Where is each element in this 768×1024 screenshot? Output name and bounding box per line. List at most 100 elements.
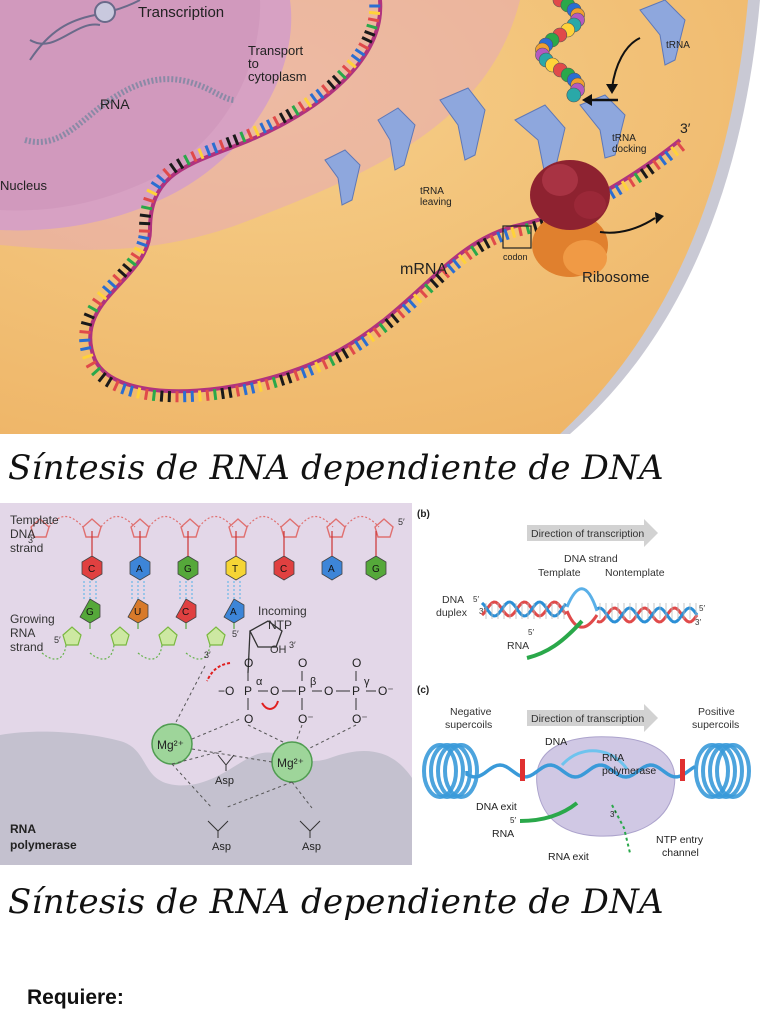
ribosome <box>530 160 610 277</box>
mrna-tick <box>272 115 281 127</box>
label-template-b: Template <box>538 567 581 579</box>
label-p-gamma: P <box>352 684 360 698</box>
mrna-tick <box>627 176 636 188</box>
mrna-tick <box>79 338 91 343</box>
mrna-tick <box>418 288 429 299</box>
rna-base <box>175 598 197 624</box>
mrna-tick <box>366 23 378 30</box>
mrna-tick <box>334 351 343 363</box>
mrna-tick <box>271 376 278 389</box>
mrna-tick <box>79 329 91 335</box>
mrna-tick <box>633 172 643 184</box>
mrna-tick <box>354 48 366 57</box>
label-trna-docking-1: tRNA <box>612 133 636 144</box>
label-o-top-beta: O <box>298 656 307 670</box>
mrna-tick <box>97 372 107 383</box>
panel-transcription-bubble: (b) Direction of transcription DNA stran… <box>412 503 768 865</box>
label-template-1: Template <box>10 513 59 527</box>
mrna-tick <box>440 268 451 279</box>
label-o-bottom-alpha: O <box>244 712 253 726</box>
heading-sintesis-2: Síntesis de RNA dependiente de DNA <box>8 882 664 922</box>
mrna-tick <box>607 188 616 200</box>
label-3prime-template: 3′ <box>28 535 35 545</box>
mrna-tick <box>146 188 158 197</box>
mrna-tick <box>83 312 95 320</box>
template-sugar <box>326 518 346 538</box>
mrna-tick <box>140 205 153 211</box>
mrna-tick <box>107 279 118 289</box>
label-rna-b: RNA <box>507 640 529 652</box>
mrna-tick <box>309 92 319 104</box>
mrna-tick <box>112 380 120 392</box>
rna-base <box>79 598 101 624</box>
label-b-3prime-right: 3′ <box>695 618 701 627</box>
mrna-tick <box>457 253 467 265</box>
mrna-tick <box>412 293 423 304</box>
mrna-tick <box>395 308 406 319</box>
label-o-minus-end: O⁻ <box>378 684 394 698</box>
mrna-tick <box>503 228 510 241</box>
template-sugar <box>130 518 150 538</box>
label-trna: tRNA <box>666 40 690 51</box>
template-base <box>273 555 295 581</box>
label-c-5prime: 5′ <box>510 816 516 825</box>
mrna-tick <box>80 320 93 327</box>
template-base-letter: G <box>372 564 380 575</box>
mrna-tick <box>614 184 623 196</box>
mrna-tick <box>139 221 151 226</box>
mrna-tick <box>326 79 337 90</box>
mrna-tick <box>117 268 128 278</box>
template-base-letter: A <box>328 564 335 575</box>
label-dna-duplex-1: DNA <box>442 594 464 606</box>
template-base-letter: C <box>280 564 287 575</box>
label-nucleus: Nucleus <box>0 178 47 193</box>
svg-text:Mg²⁺: Mg²⁺ <box>157 738 184 752</box>
mrna-tick <box>366 331 376 343</box>
mrna-tick <box>482 237 491 249</box>
mrna-tick <box>143 196 155 204</box>
mrna-tick <box>265 119 274 131</box>
mrna-tick <box>91 366 102 377</box>
heading-sintesis-1: Síntesis de RNA dependiente de DNA <box>8 448 664 488</box>
mrna-tick <box>136 387 142 399</box>
label-beta: β <box>310 676 316 688</box>
mrna-tick <box>225 136 233 149</box>
mrna-tick <box>303 97 313 108</box>
label-dna-duplex-2: duplex <box>436 607 468 619</box>
mrna-tick <box>353 340 363 351</box>
label-o-top-alpha: O <box>244 656 253 670</box>
mrna-tick <box>361 36 373 44</box>
label-3prime-rna: 3′ <box>204 650 211 660</box>
mrna-tick <box>652 159 661 171</box>
label-rna-polymerase-2: polymerase <box>10 838 77 852</box>
mrna-tick <box>446 263 456 274</box>
label-template-3: strand <box>10 541 43 555</box>
template-base <box>129 555 151 581</box>
direction-arrow-b: Direction of transcription <box>527 519 658 547</box>
rna-base-letter: C <box>182 607 189 618</box>
rna-strand-b <box>526 619 584 660</box>
label-growing-2: RNA <box>10 626 35 640</box>
label-o-minus-beta: O⁻ <box>298 712 314 726</box>
mrna-tick <box>293 369 300 382</box>
template-dna-strand <box>30 515 394 538</box>
mrna-tick <box>314 361 322 373</box>
mrna-tick <box>429 278 440 289</box>
label-b-5prime-top: 5′ <box>473 595 479 604</box>
mrna-tick <box>434 273 445 284</box>
label-ntp-entry-1: NTP entry <box>656 834 704 846</box>
label-rna-polymerase-c-1: RNA <box>602 752 624 764</box>
label-positive-1: Positive <box>698 706 735 718</box>
template-base <box>81 555 103 581</box>
mrna-tick <box>151 389 157 402</box>
label-three-prime-top: 3′ <box>680 120 691 136</box>
mrna-tick <box>639 168 649 179</box>
label-p-alpha: P <box>244 684 252 698</box>
mg-ion-2: Mg²⁺ <box>271 741 313 783</box>
label-dna-strand: DNA strand <box>564 553 618 565</box>
label-template-2: DNA <box>10 527 35 541</box>
label-c-3prime: 3′ <box>610 810 616 819</box>
template-base <box>225 555 247 581</box>
template-base <box>365 555 387 581</box>
